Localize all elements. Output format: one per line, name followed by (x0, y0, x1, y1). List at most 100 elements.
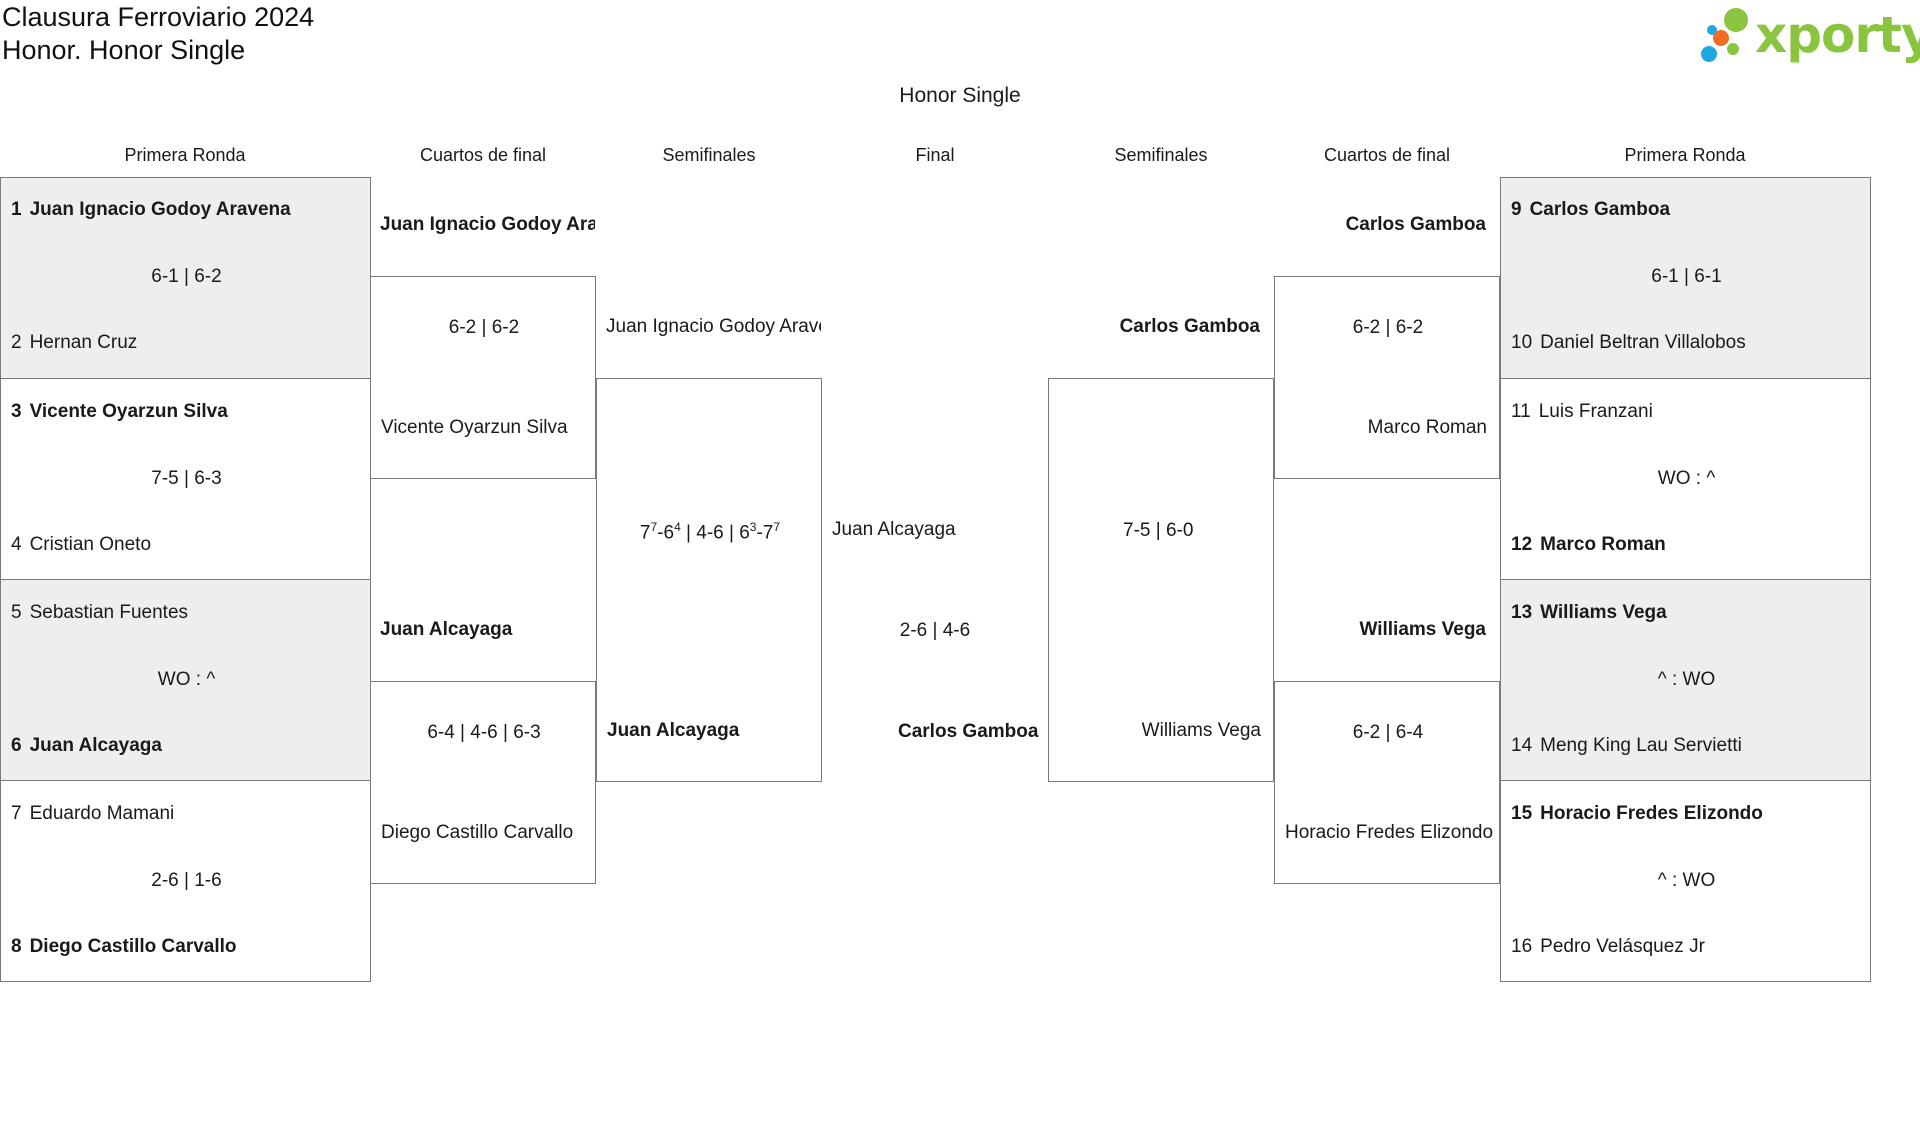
qf-left-1-top[interactable]: Juan Ignacio Godoy Aravena (380, 214, 595, 235)
qf-right-1-bottom[interactable]: Marco Roman (1367, 417, 1487, 438)
match-box-r1-8: 15 Horacio Fredes Elizondo ^ : WO 16 Pedro… (1500, 780, 1871, 982)
category-title: Honor. Honor Single (2, 35, 246, 65)
player-entry[interactable]: 8 Diego Castillo Carvallo (11, 936, 237, 958)
match-box-r1-7: 13 Williams Vega ^ : WO 14 Meng King Lau S… (1500, 579, 1871, 781)
sf-left-box: 77-64 | 4-6 | 63-77 Juan Alcayaga (596, 378, 822, 782)
qf-left-2-box: 6-4 | 4-6 | 6-3 Diego Castillo Carvallo (370, 681, 596, 884)
round-header-left-r1: Primera Ronda (124, 145, 246, 165)
seed-number: 7 (11, 803, 22, 824)
match-score: 77-64 | 4-6 | 63-77 (639, 520, 781, 544)
sf-right-bottom[interactable]: Williams Vega (1141, 720, 1261, 741)
qf-left-1-box: 6-2 | 6-2 Vicente Oyarzun Silva (370, 276, 596, 479)
match-score: 2-6 | 1-6 (151, 870, 222, 891)
player-entry[interactable]: 6 Juan Alcayaga (11, 735, 162, 757)
player-entry[interactable]: 14 Meng King Lau Servietti (1511, 735, 1742, 757)
round-header-right-r1: Primera Ronda (1624, 145, 1746, 165)
match-score: 7-5 | 6-0 (1123, 520, 1194, 541)
qf-right-2-bottom[interactable]: Horacio Fredes Elizondo (1285, 822, 1494, 843)
qf-right-1-box: 6-2 | 6-2 Marco Roman (1274, 276, 1500, 479)
match-box-r1-3: 5 Sebastian Fuentes WO : ^ 6 Juan Alcayaga (0, 579, 371, 781)
player-entry[interactable]: 12 Marco Roman (1511, 534, 1666, 556)
final-top[interactable]: Juan Alcayaga (832, 519, 956, 540)
match-score: 7-5 | 6-3 (151, 468, 222, 489)
seed-number: 13 (1511, 602, 1533, 623)
player-name: Sebastian Fuentes (29, 602, 189, 623)
match-score: WO : ^ (157, 669, 216, 690)
round-header-left-sf: Semifinales (662, 145, 756, 165)
match-score: 6-2 | 6-4 (1352, 722, 1424, 743)
match-score: 6-1 | 6-2 (151, 266, 222, 287)
match-score: ^ : WO (1657, 669, 1716, 690)
player-entry[interactable]: 4 Cristian Oneto (11, 534, 151, 556)
seed-number: 1 (11, 199, 22, 220)
player-name: Pedro Velásquez Jr (1540, 936, 1705, 957)
player-name: Horacio Fredes Elizondo (1540, 803, 1763, 824)
qf-left-1-bottom[interactable]: Vicente Oyarzun Silva (381, 417, 568, 438)
logo-text: xporty (1755, 6, 1920, 64)
player-entry[interactable]: 9 Carlos Gamboa (1511, 199, 1670, 221)
sf-left-top[interactable]: Juan Ignacio Godoy Aravena (606, 316, 821, 337)
match-score: 6-2 | 6-2 (1352, 317, 1424, 338)
player-entry[interactable]: 16 Pedro Velásquez Jr (1511, 936, 1705, 958)
match-score: 6-4 | 4-6 | 6-3 (427, 722, 541, 743)
seed-number: 8 (11, 936, 22, 957)
seed-number: 3 (11, 401, 22, 422)
match-box-r1-2: 3 Vicente Oyarzun Silva 7-5 | 6-3 4 Cristi… (0, 378, 371, 580)
player-entry[interactable]: 15 Horacio Fredes Elizondo (1511, 803, 1763, 825)
seed-number: 15 (1511, 803, 1533, 824)
player-entry[interactable]: 3 Vicente Oyarzun Silva (11, 401, 228, 423)
player-entry[interactable]: 7 Eduardo Mamani (11, 803, 174, 825)
match-score: 6-2 | 6-2 (448, 317, 520, 338)
player-name: Williams Vega (1540, 602, 1667, 623)
player-name: Diego Castillo Carvallo (29, 936, 237, 957)
player-name: Hernan Cruz (29, 332, 138, 353)
qf-right-1-top[interactable]: Carlos Gamboa (1345, 214, 1486, 235)
final-bottom[interactable]: Carlos Gamboa (898, 721, 1039, 742)
player-entry[interactable]: 2 Hernan Cruz (11, 332, 137, 354)
player-name: Meng King Lau Servietti (1540, 735, 1742, 756)
player-name: Juan Alcayaga (29, 735, 162, 756)
round-header-left-qf: Cuartos de final (419, 145, 547, 165)
seed-number: 9 (1511, 199, 1522, 220)
qf-left-2-top[interactable]: Juan Alcayaga (380, 619, 513, 640)
draw-title: Honor Single (899, 84, 1021, 107)
player-entry[interactable]: 13 Williams Vega (1511, 602, 1667, 624)
round-header-right-qf: Cuartos de final (1323, 145, 1451, 165)
qf-left-2-bottom[interactable]: Diego Castillo Carvallo (381, 822, 574, 843)
seed-number: 4 (11, 534, 22, 555)
seed-number: 14 (1511, 735, 1533, 756)
sf-right-box: 7-5 | 6-0 Williams Vega (1048, 378, 1274, 782)
sf-left-bottom[interactable]: Juan Alcayaga (607, 720, 740, 741)
match-box-r1-5: 9 Carlos Gamboa 6-1 | 6-1 10 Daniel Beltra… (1500, 177, 1871, 379)
seed-number: 12 (1511, 534, 1533, 555)
player-name: Juan Ignacio Godoy Aravena (29, 199, 291, 220)
player-entry[interactable]: 11 Luis Franzani (1511, 401, 1653, 423)
seed-number: 11 (1511, 401, 1531, 422)
qf-right-2-top[interactable]: Williams Vega (1359, 619, 1486, 640)
seed-number: 16 (1511, 936, 1533, 957)
logo-dots-icon (1701, 8, 1748, 62)
player-name: Marco Roman (1540, 534, 1666, 555)
match-score: ^ : WO (1657, 870, 1716, 891)
round-header-right-sf: Semifinales (1114, 145, 1208, 165)
player-entry[interactable]: 10 Daniel Beltran Villalobos (1511, 332, 1746, 354)
player-name: Cristian Oneto (29, 534, 152, 555)
seed-number: 5 (11, 602, 22, 623)
xporty-logo[interactable]: xporty (1693, 4, 1920, 66)
player-name: Luis Franzani (1538, 401, 1653, 422)
seed-number: 2 (11, 332, 22, 353)
sf-right-top[interactable]: Carlos Gamboa (1119, 316, 1260, 337)
player-name: Eduardo Mamani (29, 803, 175, 824)
player-entry[interactable]: 1 Juan Ignacio Godoy Aravena (11, 199, 291, 221)
seed-number: 6 (11, 735, 22, 756)
player-name: Daniel Beltran Villalobos (1540, 332, 1746, 353)
match-score: 6-1 | 6-1 (1651, 266, 1722, 287)
player-entry[interactable]: 5 Sebastian Fuentes (11, 602, 188, 624)
final-score: 2-6 | 4-6 (899, 620, 971, 641)
seed-number: 10 (1511, 332, 1533, 353)
tournament-title: Clausura Ferroviario 2024 (2, 2, 315, 32)
player-name: Vicente Oyarzun Silva (29, 401, 228, 422)
player-name: Carlos Gamboa (1529, 199, 1671, 220)
